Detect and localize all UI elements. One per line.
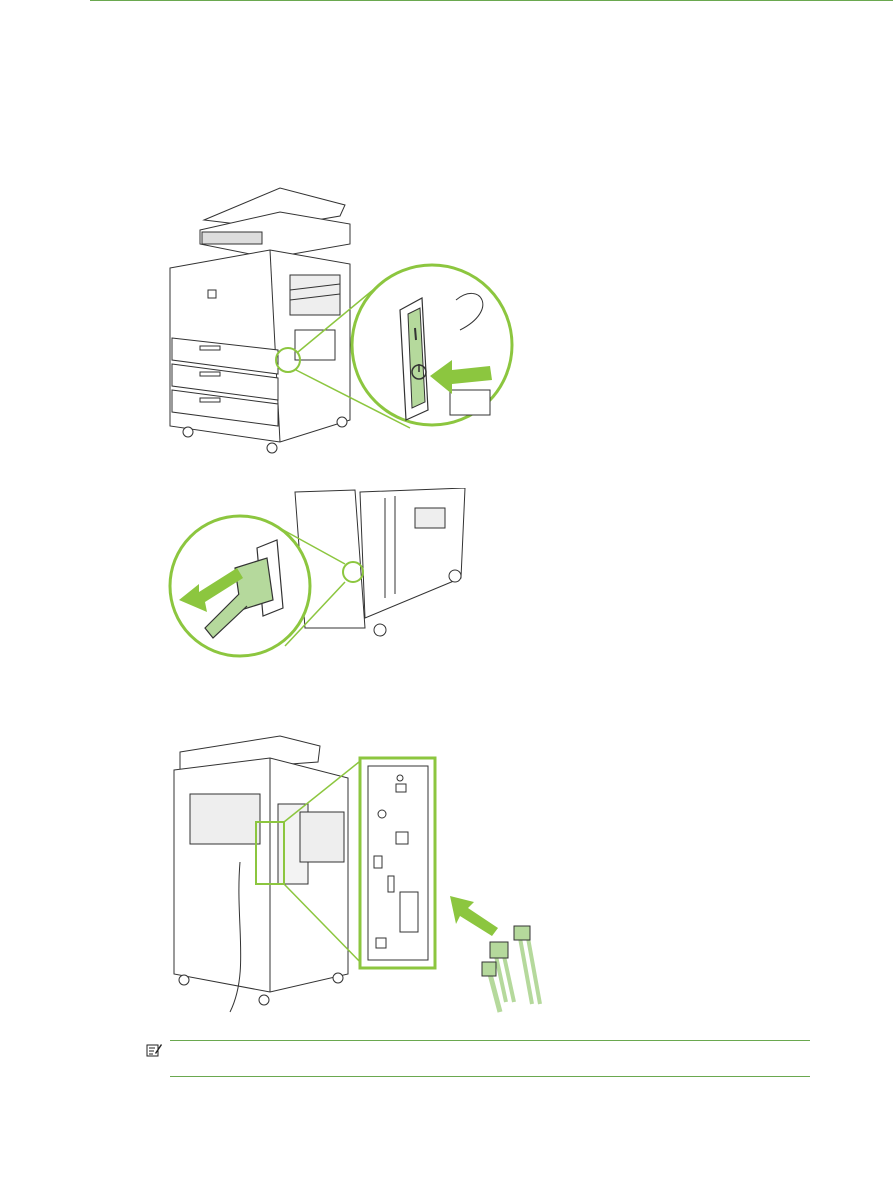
power-cord-icon bbox=[168, 488, 466, 658]
page-header bbox=[0, 0, 893, 14]
note-block bbox=[140, 1038, 810, 1078]
pull-arrow-icon bbox=[179, 568, 243, 612]
note-rule-bottom bbox=[170, 1076, 810, 1077]
printer-icon bbox=[169, 187, 514, 454]
formatter-panel-icon bbox=[358, 756, 437, 970]
printer-rear-icon bbox=[173, 735, 542, 1013]
header-rule bbox=[90, 0, 893, 1]
note-icon bbox=[146, 1044, 162, 1057]
figure-unplug-power-cord bbox=[165, 488, 475, 660]
figure-power-switch bbox=[160, 180, 560, 460]
pull-arrow-icon bbox=[450, 896, 498, 936]
figure-disconnect-cables bbox=[160, 722, 560, 1020]
note-rule-top bbox=[170, 1040, 810, 1041]
power-switch-icon bbox=[399, 297, 429, 421]
push-arrow-icon bbox=[430, 360, 492, 394]
cable-icon bbox=[481, 925, 542, 1013]
